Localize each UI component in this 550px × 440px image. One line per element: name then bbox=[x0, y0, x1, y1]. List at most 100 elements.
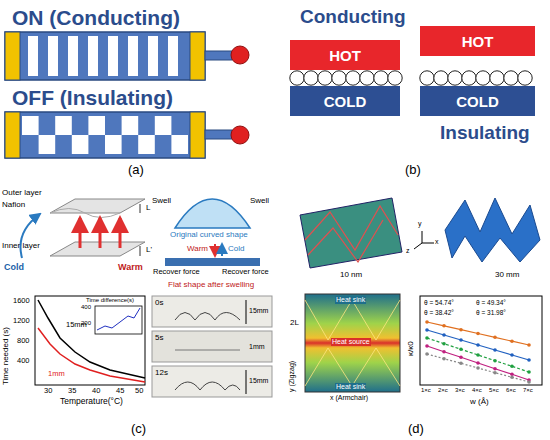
panel-letter: (b) bbox=[405, 163, 421, 178]
photo-strips-part bbox=[246, 300, 247, 324]
scale-bar: 10 nm bbox=[340, 270, 362, 279]
plate-label: COLD bbox=[324, 93, 367, 110]
axis-tick: 200 bbox=[81, 320, 91, 327]
switch-off-device-part bbox=[138, 135, 155, 154]
panel-letter: (c) bbox=[131, 422, 146, 437]
conductance-plot-part bbox=[425, 328, 429, 332]
force-note: Recover force bbox=[222, 268, 269, 277]
axis-tick: 45 bbox=[116, 387, 124, 396]
conductance-plot-part bbox=[476, 366, 480, 370]
contact-particles-part bbox=[332, 71, 346, 85]
axis-title: Temperature(°C) bbox=[60, 397, 123, 407]
conductance-plot-part bbox=[427, 330, 529, 360]
lattice-structures-part bbox=[300, 198, 402, 268]
heat-map-part bbox=[305, 300, 400, 340]
photo-strips-part bbox=[246, 370, 247, 394]
conductance-plot-part bbox=[476, 343, 480, 347]
nafion-layers-part bbox=[50, 209, 120, 218]
switch-on-device bbox=[5, 32, 249, 80]
dimension: L' bbox=[146, 245, 152, 254]
nafion-layers-part bbox=[50, 242, 145, 256]
contact-particles-part bbox=[388, 71, 402, 85]
hot-plate: HOT bbox=[290, 40, 400, 70]
switch-off-device-part bbox=[171, 135, 188, 154]
hot-plate: HOT bbox=[420, 26, 535, 56]
conductance-plot-part bbox=[476, 332, 480, 336]
state-note: Cold bbox=[4, 262, 24, 272]
nafion-layers-part bbox=[119, 218, 122, 248]
lattice-structures-part bbox=[422, 231, 423, 243]
angle-note: θ = 54.74° bbox=[424, 299, 454, 306]
conductance-plot-part bbox=[527, 358, 531, 362]
axis-tick: 6×c bbox=[506, 387, 516, 394]
axis-tick: 1200 bbox=[13, 317, 30, 326]
series-label: 1mm bbox=[48, 370, 65, 379]
shape-note: Original curved shape bbox=[170, 230, 248, 239]
time-plot-part bbox=[38, 300, 145, 378]
axis-tick: 35 bbox=[68, 387, 76, 396]
time-stamp: 5s bbox=[155, 333, 163, 342]
boundary-label: Heat sink bbox=[335, 296, 366, 304]
lattice-structures bbox=[300, 198, 540, 268]
conductance-plot-part bbox=[427, 354, 529, 382]
conductance-plot-part bbox=[510, 339, 514, 343]
switch-off-device-part bbox=[190, 112, 205, 158]
shape-change-sketch bbox=[165, 199, 260, 266]
conductance-plot-part bbox=[493, 367, 497, 371]
conductance-plot-part bbox=[510, 365, 514, 369]
lattice-structures-part bbox=[414, 243, 422, 249]
axis-tick: 800 bbox=[17, 337, 30, 346]
part-name: Outer layer bbox=[2, 188, 42, 197]
cold-plate: COLD bbox=[420, 86, 535, 116]
force-note: Recover force bbox=[153, 268, 200, 277]
axis-tick: 5×c bbox=[489, 387, 499, 394]
time-plot bbox=[35, 296, 145, 385]
switch-off-device-part bbox=[55, 116, 72, 135]
conductance-plot-part bbox=[442, 357, 446, 361]
axis-tick: 40 bbox=[92, 387, 100, 396]
state-note: Swell bbox=[250, 196, 269, 205]
conductance-plot-part bbox=[476, 353, 480, 357]
contact-particles-part bbox=[304, 71, 318, 85]
axis-title: x (Armchair) bbox=[330, 394, 368, 402]
scale-bar: 15mm bbox=[249, 307, 268, 315]
heat-map-part bbox=[305, 294, 400, 392]
nafion-layers-part bbox=[79, 218, 82, 248]
switch-off-device-part bbox=[5, 112, 205, 158]
nafion-layers-part bbox=[140, 246, 141, 256]
photo-strips-part bbox=[175, 382, 240, 390]
contact-particles-part bbox=[462, 71, 476, 85]
conductance-plot-part bbox=[493, 359, 497, 363]
conductance-plot-part bbox=[425, 336, 429, 340]
switch-on-device-part bbox=[128, 36, 138, 76]
plate-label: COLD bbox=[456, 93, 499, 110]
conductance-plot-part bbox=[425, 352, 429, 356]
axis-tick: 1×c bbox=[421, 387, 431, 394]
switch-on-device-part bbox=[148, 36, 158, 76]
switch-on-device-part bbox=[205, 51, 232, 60]
shape-change-sketch-part bbox=[165, 258, 260, 266]
axis-name: z bbox=[406, 247, 410, 255]
conductance-plot-part bbox=[442, 324, 446, 328]
nafion-layers-part bbox=[99, 218, 102, 248]
inset-axis-title: Time difference(s) bbox=[86, 297, 134, 304]
conductance-plot-part bbox=[459, 348, 463, 352]
panel-heading: Insulating bbox=[440, 122, 530, 144]
conductance-plot-part bbox=[427, 346, 529, 380]
lattice-structures-part bbox=[305, 206, 398, 262]
conductance-plot-part bbox=[493, 371, 497, 375]
lattice-structures-part bbox=[422, 243, 434, 244]
nafion-layers-part bbox=[20, 214, 40, 258]
conductance-plot bbox=[420, 296, 542, 385]
time-plot-part bbox=[95, 306, 142, 334]
axis-title: Time needed (s) bbox=[1, 327, 10, 385]
nafion-layers-part bbox=[140, 204, 141, 213]
part-name: Inner layer bbox=[2, 241, 40, 250]
axis-title: w (Å) bbox=[470, 397, 489, 406]
contact-particles-part bbox=[290, 71, 304, 85]
switch-on-device-part bbox=[48, 36, 58, 76]
conductance-plot-part bbox=[527, 370, 531, 374]
panel-letter: (d) bbox=[408, 422, 424, 437]
